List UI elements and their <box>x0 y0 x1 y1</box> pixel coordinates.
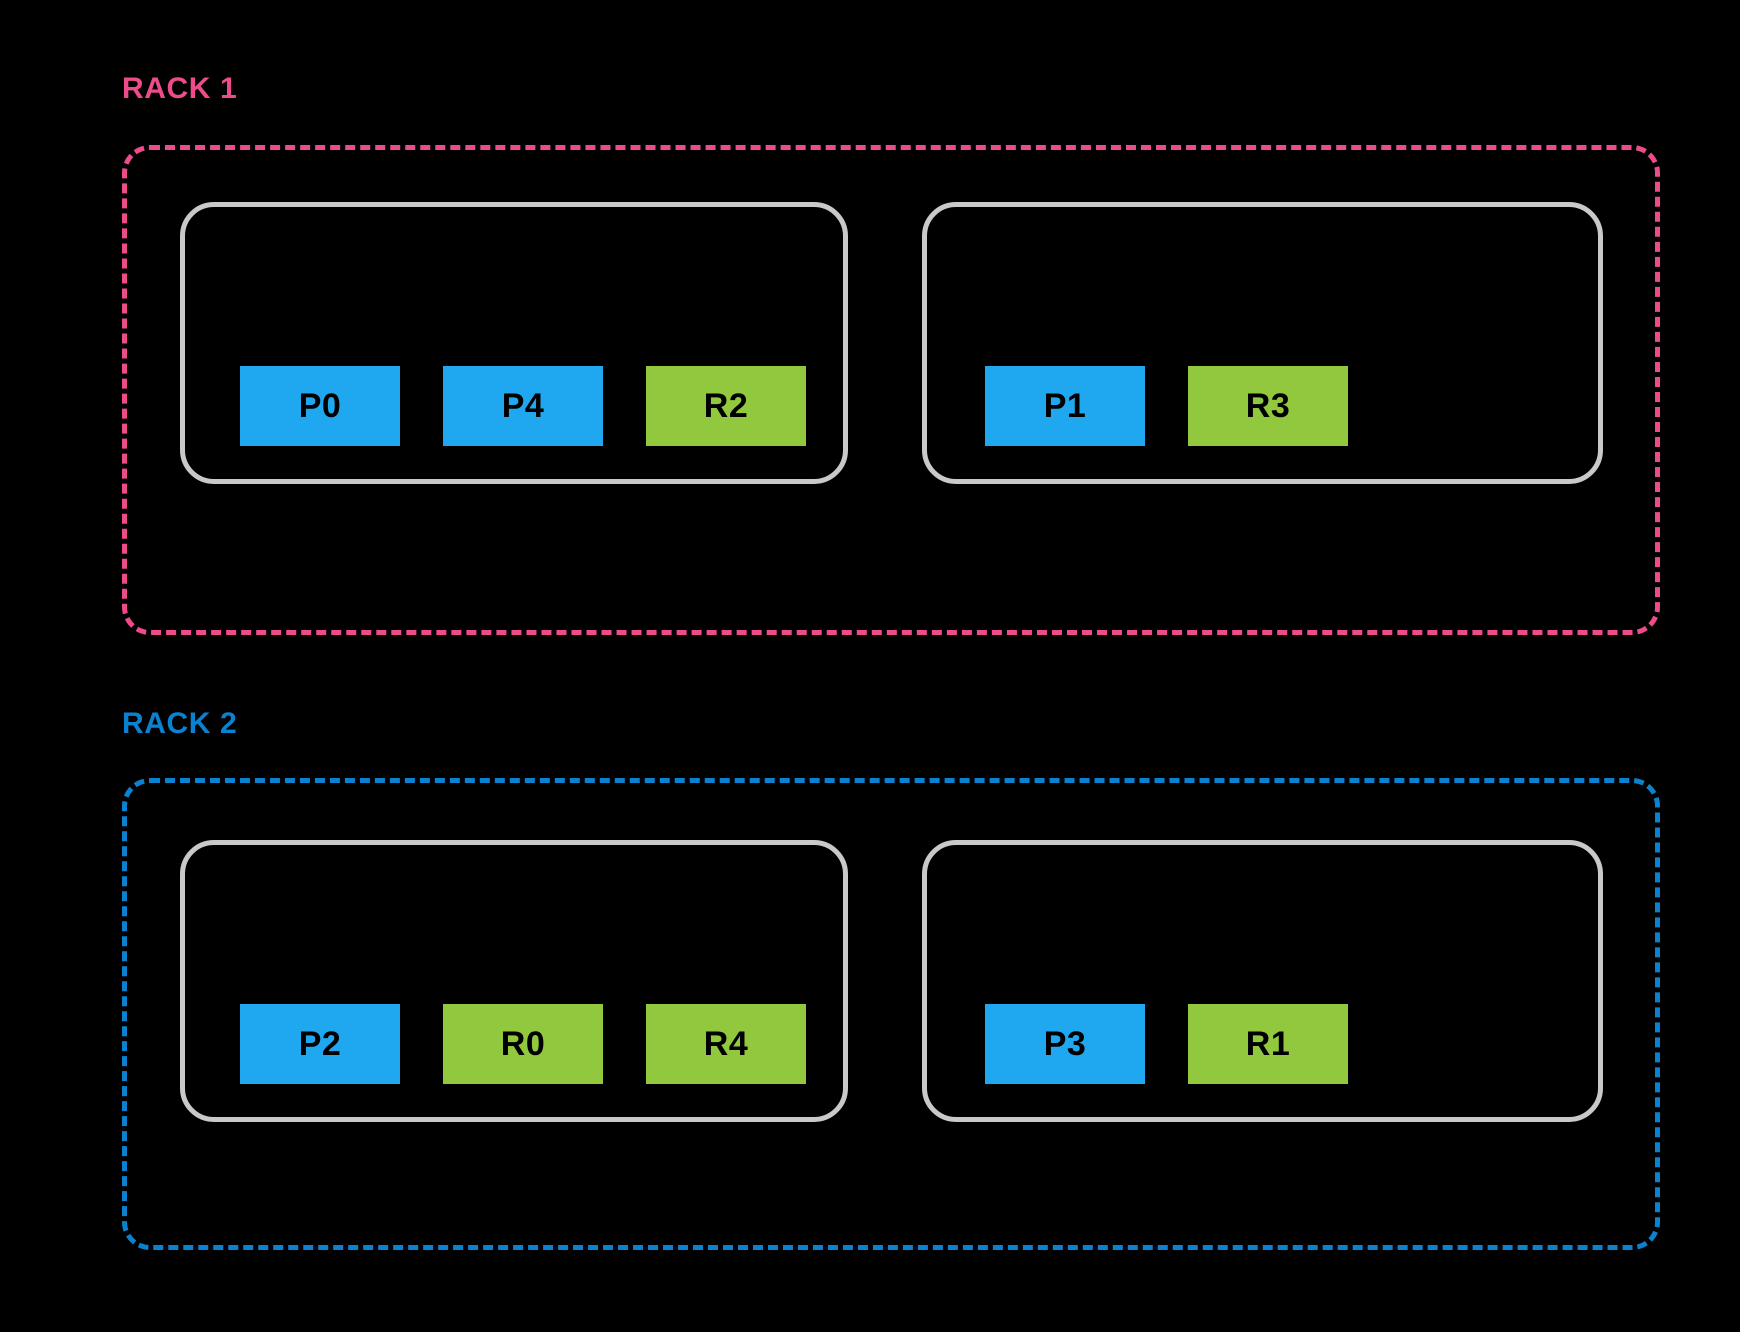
chip-p4[interactable]: P4 <box>443 366 603 446</box>
chip-r0[interactable]: R0 <box>443 1004 603 1084</box>
node-2-2-chip-row: P3 R1 <box>985 1004 1348 1084</box>
node-2-1-chip-row: P2 R0 R4 <box>240 1004 806 1084</box>
chip-r3[interactable]: R3 <box>1188 366 1348 446</box>
rack-boundary-2: P2 R0 R4 P3 R1 <box>122 778 1660 1250</box>
rack-label-1: RACK 1 <box>122 72 238 105</box>
node-1-1-chip-row: P0 P4 R2 <box>240 366 806 446</box>
chip-r2[interactable]: R2 <box>646 366 806 446</box>
node-2-2[interactable]: P3 R1 <box>922 840 1603 1122</box>
node-1-2-chip-row: P1 R3 <box>985 366 1348 446</box>
chip-r1[interactable]: R1 <box>1188 1004 1348 1084</box>
node-1-1[interactable]: P0 P4 R2 <box>180 202 848 484</box>
chip-p1[interactable]: P1 <box>985 366 1145 446</box>
node-2-1[interactable]: P2 R0 R4 <box>180 840 848 1122</box>
rack-boundary-1: P0 P4 R2 P1 R3 <box>122 145 1660 635</box>
chip-r4[interactable]: R4 <box>646 1004 806 1084</box>
chip-p2[interactable]: P2 <box>240 1004 400 1084</box>
chip-p3[interactable]: P3 <box>985 1004 1145 1084</box>
chip-p0[interactable]: P0 <box>240 366 400 446</box>
node-1-2[interactable]: P1 R3 <box>922 202 1603 484</box>
rack-label-2: RACK 2 <box>122 707 238 740</box>
